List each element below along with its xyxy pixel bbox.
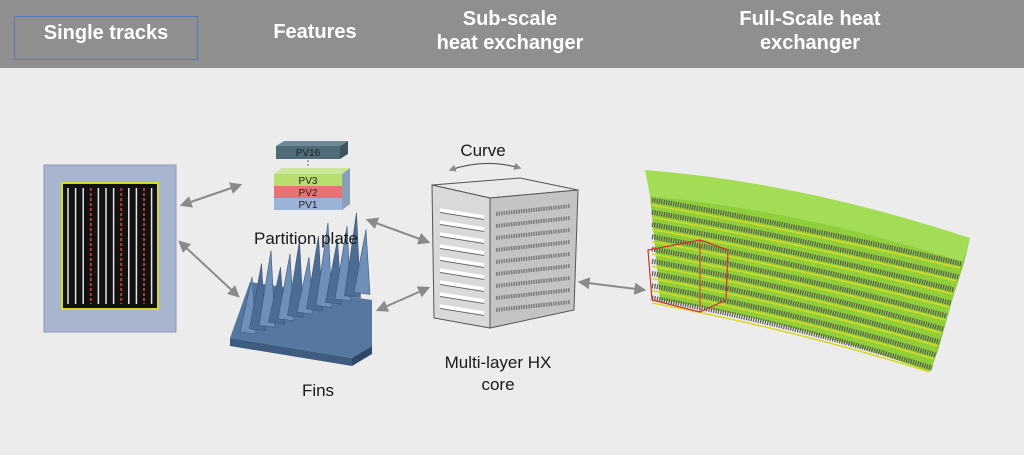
plate-pv16	[276, 146, 340, 159]
fin-blade	[287, 240, 304, 318]
full-scale-fin-row	[651, 295, 933, 371]
full-scale-yellow-seam	[651, 253, 946, 321]
plate-pv2-label: PV2	[299, 188, 318, 199]
hx-slot-left	[439, 280, 485, 291]
plate-pv16-label: PV16	[296, 148, 321, 159]
plate-pv3-label: PV3	[299, 176, 318, 187]
header-features: Features	[250, 20, 380, 44]
partition-plate-image: PV16 PV3 PV2 PV1	[274, 141, 350, 211]
arrow-fins-to-core	[375, 286, 431, 312]
track-lines	[67, 188, 153, 304]
full-scale-yellow-seam	[651, 204, 961, 269]
full-scale-fin-row	[651, 271, 941, 345]
curve-arrow	[448, 162, 522, 172]
full-scale-yellow-seam	[651, 240, 949, 308]
full-scale-fin-row	[651, 222, 956, 293]
fins-label: Fins	[301, 381, 335, 400]
hx-slot-left-edge	[439, 272, 485, 280]
hx-slot-left-edge	[439, 284, 485, 292]
header-full-scale-line2: exchanger	[759, 32, 861, 54]
hx-slot-left-edge	[439, 308, 485, 316]
partition-plate-label: Partition plate	[254, 229, 358, 248]
fin-blade	[344, 212, 361, 299]
plate-pv1	[274, 198, 342, 210]
hx-slot-left-edge	[439, 248, 485, 256]
arrow-core-to-full-scale	[577, 277, 647, 295]
full-scale-fin-row	[651, 258, 944, 332]
hx-core-image	[431, 162, 579, 329]
full-scale-layers	[651, 197, 963, 373]
hx-slot-left-edge	[439, 224, 485, 232]
header-sub-scale: Sub-scale heat exchanger	[420, 7, 600, 55]
header-sub-scale-line1: Sub-scale	[462, 8, 558, 30]
fin-blades	[239, 212, 371, 335]
hx-slot-left	[439, 268, 485, 279]
full-scale-fin-row	[651, 209, 959, 280]
hx-slot-left	[439, 244, 485, 255]
header-sub-scale-line2: heat exchanger	[436, 32, 584, 54]
arrow-tracks-to-plate	[179, 182, 243, 208]
hx-core-label-line2: core	[481, 375, 515, 394]
hx-slot-left	[439, 304, 485, 315]
header-single-tracks: Single tracks	[14, 16, 198, 60]
arrow-tracks-to-fins	[178, 240, 240, 298]
header-features-label: Features	[273, 21, 357, 43]
hx-core-slots	[439, 204, 571, 316]
hx-core-label: Multi-layer HX core	[428, 352, 568, 396]
fin-blade	[258, 250, 276, 328]
header-bar: Single tracks Features Sub-scale heat ex…	[0, 0, 1024, 68]
hx-core-label-line1: Multi-layer HX	[444, 353, 552, 372]
single-tracks-image	[43, 164, 177, 333]
arrow-plate-to-core	[365, 217, 431, 245]
hx-slot-left	[439, 220, 485, 231]
connector-arrows	[178, 182, 647, 312]
fins-image	[230, 212, 372, 366]
plate-pv2	[274, 186, 342, 198]
hx-slot-left-edge	[439, 212, 485, 220]
full-scale-yellow-seam	[651, 265, 942, 334]
header-full-scale: Full-Scale heat exchanger	[700, 7, 920, 55]
hx-slot-left	[439, 292, 485, 303]
full-scale-fin-row	[651, 283, 937, 358]
curve-label: Curve	[460, 141, 506, 160]
plate-pv3	[274, 174, 342, 186]
plate-pv1-label: PV1	[299, 200, 318, 211]
full-scale-hx-image	[645, 170, 970, 373]
header-full-scale-line1: Full-Scale heat	[739, 8, 881, 30]
full-scale-yellow-seam	[651, 228, 953, 295]
full-scale-fin-row	[651, 246, 948, 319]
full-scale-yellow-seam	[651, 289, 934, 360]
header-single-tracks-label: Single tracks	[43, 22, 169, 44]
hx-slot-left-edge	[439, 236, 485, 244]
hx-slot-left	[439, 256, 485, 267]
full-scale-yellow-seam	[651, 302, 931, 373]
full-scale-fin-row	[651, 234, 952, 306]
full-scale-yellow-seam	[651, 277, 938, 347]
hx-slot-left-edge	[439, 260, 485, 268]
full-scale-fin-row	[651, 197, 963, 267]
fin-blade	[315, 222, 333, 308]
full-scale-yellow-seam	[651, 216, 957, 282]
hx-slot-left	[439, 232, 485, 243]
hx-slot-left-edge	[439, 296, 485, 304]
fin-blade	[353, 229, 371, 295]
hx-slot-left	[439, 208, 485, 219]
